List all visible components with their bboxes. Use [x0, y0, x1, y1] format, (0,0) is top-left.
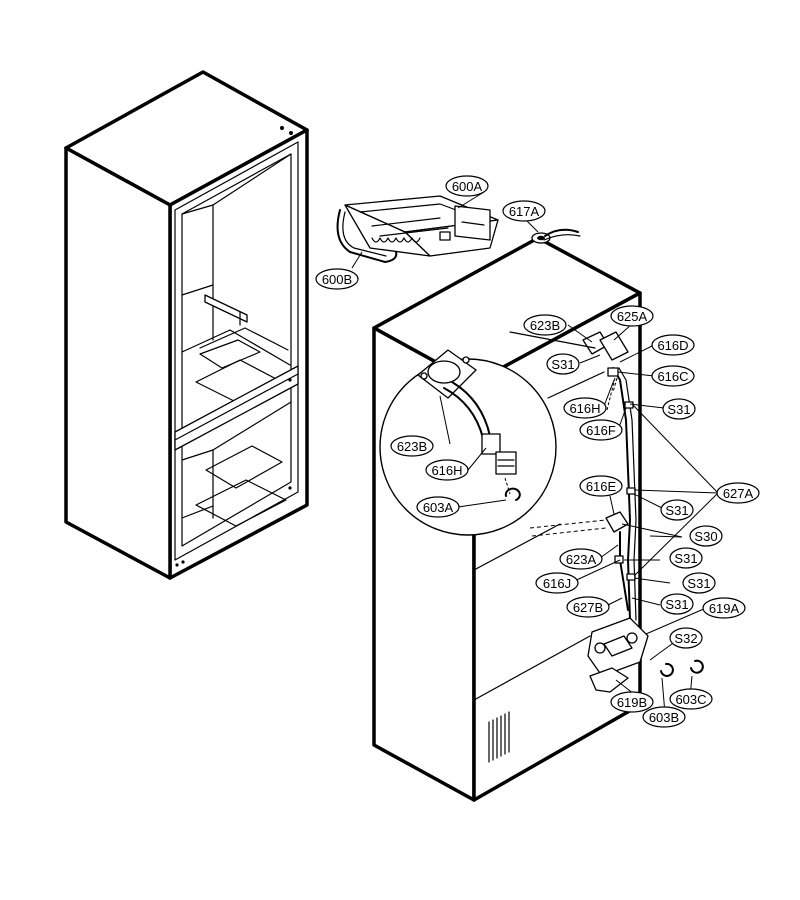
callout-s31-c: S31 [660, 499, 694, 521]
cabinet-front-view [64, 70, 309, 580]
callout-616e: 616E [579, 475, 623, 497]
callout-s31-b: S31 [662, 398, 696, 420]
callout-s31-d: S31 [669, 547, 703, 569]
callout-617a: 617A [502, 200, 546, 222]
callout-623b-zoom: 623B [390, 435, 434, 457]
callout-text: 619B [617, 695, 647, 710]
vent-grille [488, 711, 510, 763]
callout-627a: 627A [716, 482, 760, 504]
callout-s31-e: S31 [682, 572, 716, 594]
callout-s30: S30 [689, 525, 723, 547]
callout-text: 616F [586, 423, 616, 438]
callout-text: 603A [423, 500, 454, 515]
callout-625a: 625A [610, 305, 654, 327]
callout-text: 616C [657, 369, 688, 384]
callout-text: S32 [674, 631, 697, 646]
callout-text: 603C [675, 692, 706, 707]
callout-619a: 619A [702, 597, 746, 619]
callout-600b: 600B [315, 268, 359, 290]
callout-616h-top: 616H [563, 397, 607, 419]
callout-616d: 616D [651, 334, 695, 356]
callout-text: 627B [573, 600, 603, 615]
ice-maker-assembly [336, 195, 499, 263]
callout-600a: 600A [445, 175, 489, 197]
callout-text: 616D [657, 338, 688, 353]
callout-text: S31 [665, 503, 688, 518]
callout-text: S31 [667, 402, 690, 417]
callout-text: 625A [617, 309, 648, 324]
callout-616j: 616J [535, 572, 579, 594]
callout-text: 623B [397, 439, 427, 454]
detail-zoom-view [379, 331, 605, 536]
callout-623b-top: 623B [523, 314, 567, 336]
callout-616f: 616F [579, 419, 623, 441]
callout-603b: 603B [642, 706, 686, 728]
water-tubing [529, 331, 704, 693]
callout-s31-f: S31 [660, 593, 694, 615]
callout-619b: 619B [610, 691, 654, 713]
callout-text: 600A [452, 179, 483, 194]
callout-labels: 600A 600B 617A 623B 625A S31 616D 616C 616H S31 61… [315, 175, 760, 728]
callout-603a: 603A [416, 496, 460, 518]
callout-text: 603B [649, 710, 679, 725]
callout-text: 600B [322, 272, 352, 287]
callout-text: S30 [694, 529, 717, 544]
callout-616h-zoom: 616H [425, 459, 469, 481]
callout-text: 617A [509, 204, 540, 219]
callout-text: 616H [569, 401, 600, 416]
callout-627b: 627B [566, 596, 610, 618]
callout-s31-a: S31 [546, 353, 580, 375]
callout-623a: 623A [559, 548, 603, 570]
callout-text: 619A [709, 601, 740, 616]
callout-text: 616J [543, 576, 571, 591]
callout-text: S31 [674, 551, 697, 566]
callout-text: 623A [566, 552, 597, 567]
callout-603c: 603C [669, 688, 713, 710]
callout-text: 616H [431, 463, 462, 478]
callout-text: 616E [586, 479, 617, 494]
callout-s32: S32 [669, 627, 703, 649]
callout-text: 627A [723, 486, 754, 501]
callout-text: S31 [665, 597, 688, 612]
callout-text: 623B [530, 318, 560, 333]
callout-616c: 616C [651, 365, 695, 387]
callout-text: S31 [687, 576, 710, 591]
callout-text: S31 [551, 357, 574, 372]
